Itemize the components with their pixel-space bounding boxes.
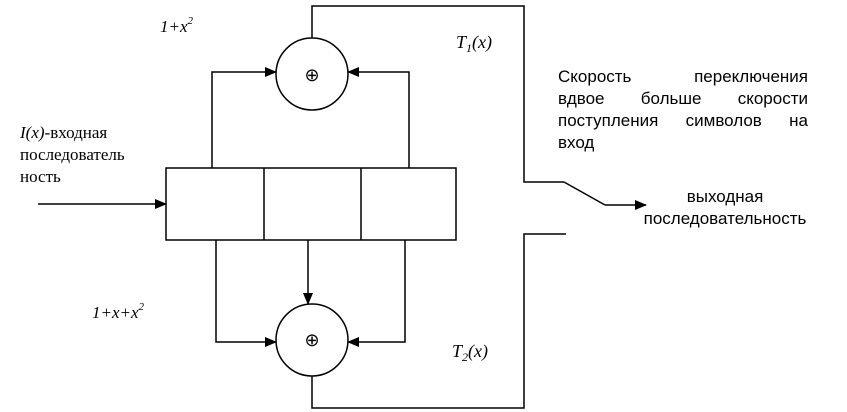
top-left-tap bbox=[211, 67, 277, 168]
switch-blade bbox=[563, 181, 606, 206]
shift-register bbox=[165, 167, 457, 241]
bottom-left-tap bbox=[215, 240, 277, 347]
note-line-4: вход bbox=[558, 133, 595, 152]
bottom-polynomial-label: 1+x+x2 bbox=[92, 301, 145, 322]
t2-label: T2(x) bbox=[452, 341, 488, 364]
output-line-1: выходная bbox=[686, 187, 764, 206]
input-sequence-label: I(x)-входная последователь ность bbox=[20, 122, 170, 188]
top-output-line bbox=[311, 5, 564, 183]
output-line-2: последовательность bbox=[643, 209, 807, 228]
bottom-output-line bbox=[311, 233, 566, 409]
note-line-2: вдвое больше скорости bbox=[558, 89, 808, 108]
note-line-3: поступления символов на bbox=[558, 111, 808, 130]
top-adder-symbol: ⊕ bbox=[304, 65, 319, 85]
top-right-tap bbox=[347, 67, 410, 168]
bottom-right-tap bbox=[347, 240, 406, 347]
note-line-1: Скорость переключения bbox=[558, 67, 808, 86]
top-polynomial-label: 1+x2 bbox=[160, 15, 194, 36]
input-line2: последователь bbox=[20, 145, 125, 164]
input-line3: ность bbox=[20, 167, 61, 186]
input-rest: -входная bbox=[44, 123, 108, 142]
bottom-adder-symbol: ⊕ bbox=[304, 330, 319, 350]
switch-speed-note: Скорость переключения вдвое больше скоро… bbox=[558, 66, 808, 154]
output-sequence-label: выходная последовательность bbox=[630, 186, 820, 230]
t1-label: T1(x) bbox=[456, 32, 492, 55]
input-var: I(x) bbox=[20, 123, 45, 142]
